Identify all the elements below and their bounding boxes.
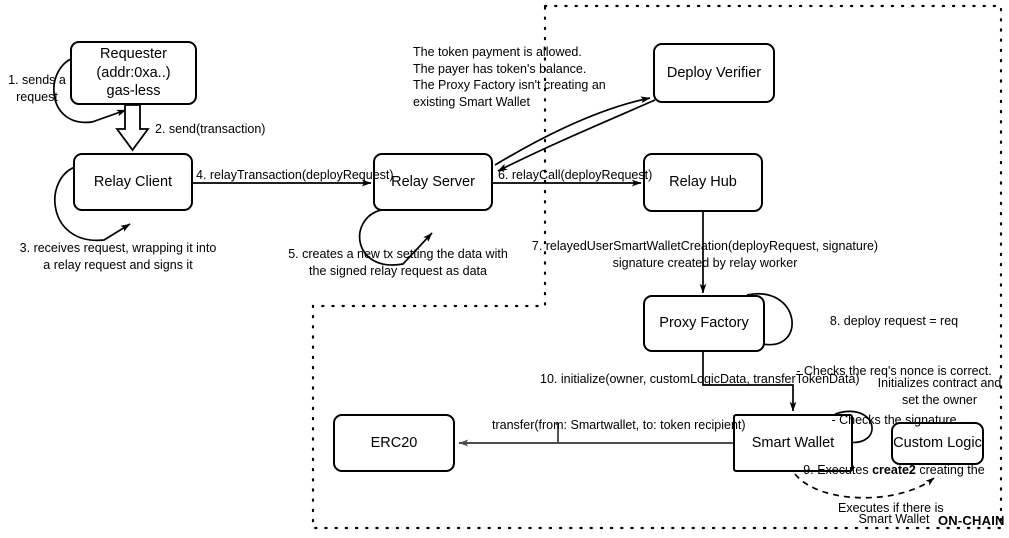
edge-send-transaction-block-arrow: [115, 104, 150, 152]
label-verifier-conditions: The token payment is allowed. The payer …: [413, 45, 606, 109]
node-requester[interactable]: Requester (addr:0xa..) gas-less: [70, 41, 197, 105]
node-deploy-verifier[interactable]: Deploy Verifier: [653, 43, 775, 103]
label-step-6: 6. relayCall(deployRequest): [498, 168, 653, 182]
step9-suffix: creating the: [915, 462, 985, 477]
step9-prefix: 9. Executes: [803, 462, 873, 477]
node-requester-line-2: (addr:0xa..): [96, 64, 171, 81]
step9-create2: create2: [872, 462, 916, 477]
node-proxy-factory[interactable]: Proxy Factory: [643, 295, 765, 352]
label-step-10: 10. initialize(owner, customLogicData, t…: [540, 372, 860, 386]
node-proxy-factory-label: Proxy Factory: [659, 315, 749, 332]
label-step-8-line-3: - Checks the signature: [831, 413, 957, 427]
node-relay-hub-label: Relay Hub: [669, 174, 737, 191]
label-step-4: 4. relayTransaction(deployRequest): [196, 168, 394, 182]
label-step-7: 7. relayedUserSmartWalletCreation(deploy…: [531, 239, 879, 270]
node-relay-client[interactable]: Relay Client: [73, 153, 193, 211]
node-relay-server-label: Relay Server: [391, 173, 475, 190]
node-requester-line-3: gas-less: [106, 83, 161, 100]
label-transfer: transfer(from: Smartwallet, to: token re…: [492, 418, 746, 432]
label-step-8-line-1: 8. deploy request = req: [829, 314, 959, 328]
node-relay-hub[interactable]: Relay Hub: [643, 153, 763, 212]
label-on-chain: ON-CHAIN: [938, 513, 1005, 528]
label-step-3: 3. receives request, wrapping it into a …: [19, 241, 217, 272]
node-deploy-verifier-label: Deploy Verifier: [666, 64, 762, 81]
node-erc20-label: ERC20: [370, 434, 418, 451]
label-executes-if-there-is: Executes if there is: [838, 501, 944, 515]
label-step-1: 1. sends a request: [8, 73, 66, 104]
label-step-2: 2. send(transaction): [155, 122, 266, 136]
edge-deploy-verifier-to-relay-server: [497, 99, 656, 172]
label-step-9-line-1: 9. Executes create2 creating the: [778, 462, 1009, 479]
label-step-5: 5. creates a new tx setting the data wit…: [288, 247, 508, 278]
node-erc20[interactable]: ERC20: [333, 414, 455, 472]
node-relay-client-label: Relay Client: [93, 173, 173, 190]
node-requester-line-1: Requester: [100, 45, 167, 62]
label-initializes-contract: Initializes contract and set the owner: [877, 376, 1002, 407]
